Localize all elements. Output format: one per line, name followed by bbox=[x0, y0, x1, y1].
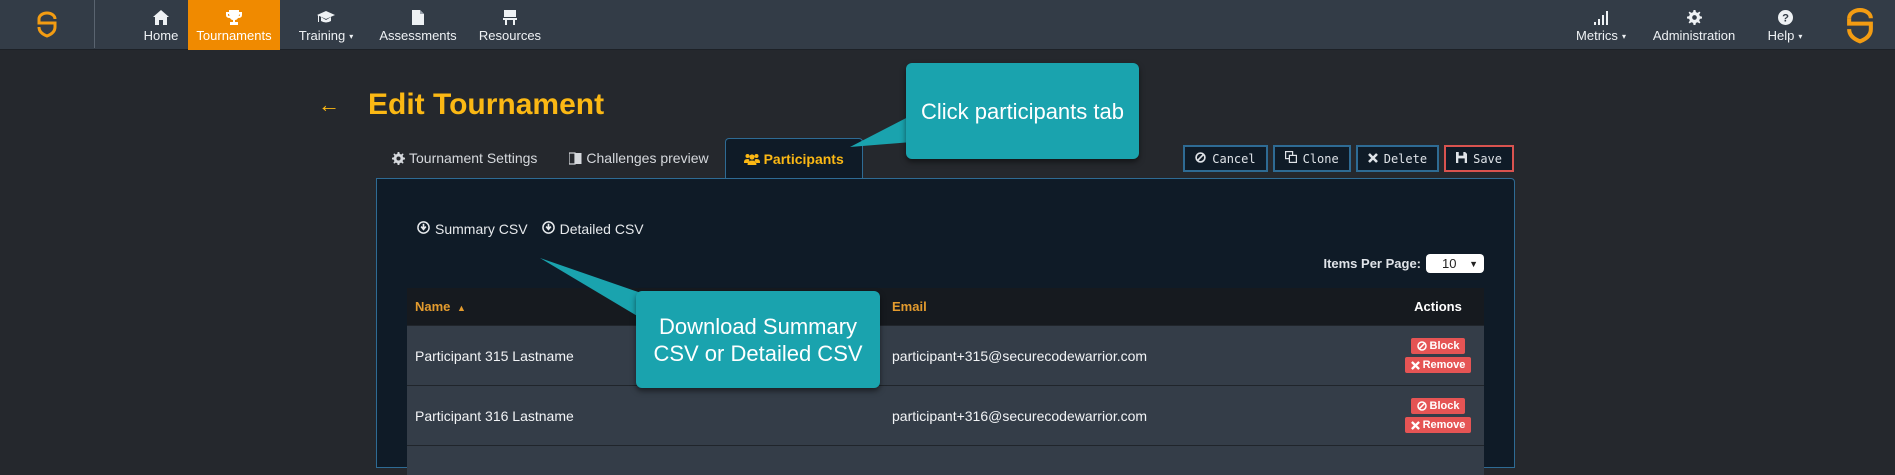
tooltip-callout-download: Download Summary CSV or Detailed CSV bbox=[636, 291, 880, 388]
column-header-name[interactable]: Name ▲ bbox=[415, 299, 466, 314]
nav-metrics[interactable]: Metrics▾ bbox=[1565, 0, 1637, 50]
secure-code-warrior-logo-icon bbox=[37, 11, 57, 38]
nav-resources-label: Resources bbox=[478, 28, 542, 43]
delete-button[interactable]: Delete bbox=[1355, 145, 1440, 172]
nav-tournaments[interactable]: Tournaments bbox=[188, 0, 280, 50]
gear-icon bbox=[1686, 7, 1702, 25]
tab-tournament-settings-label: Tournament Settings bbox=[409, 150, 538, 166]
signal-bars-icon bbox=[1594, 7, 1608, 25]
nav-administration[interactable]: Administration bbox=[1650, 0, 1738, 50]
close-icon bbox=[1367, 152, 1378, 166]
table-row: Participant 316 Lastname participant+316… bbox=[407, 385, 1484, 445]
block-button[interactable]: Block bbox=[1410, 338, 1466, 354]
table-header: Name ▲ Email Actions bbox=[407, 288, 1484, 325]
column-header-email[interactable]: Email bbox=[892, 299, 927, 314]
remove-button[interactable]: Remove bbox=[1404, 357, 1472, 373]
page-title: Edit Tournament bbox=[368, 88, 605, 121]
table-row: Participant 315 Lastname participant+315… bbox=[407, 325, 1484, 385]
cancel-button[interactable]: Cancel bbox=[1183, 145, 1268, 172]
logo-right[interactable] bbox=[1835, 0, 1885, 50]
tab-challenges-preview[interactable]: Challenges preview bbox=[553, 138, 724, 178]
chevron-down-icon: ▾ bbox=[1621, 32, 1626, 42]
items-per-page-label: Items Per Page: bbox=[1323, 256, 1421, 271]
nav-home[interactable]: Home bbox=[120, 0, 202, 50]
action-toolbar: Cancel Clone Delete Save bbox=[1183, 145, 1514, 172]
gear-icon bbox=[392, 151, 405, 165]
participant-email: participant+315@securecodewarrior.com bbox=[892, 347, 1148, 364]
row-actions: Block Remove bbox=[1362, 338, 1484, 373]
back-arrow-icon[interactable]: ← bbox=[318, 92, 340, 117]
nav-help-label: Help▾ bbox=[1767, 28, 1803, 43]
ban-icon bbox=[1195, 151, 1206, 166]
csv-download-links: Summary CSV Detailed CSV bbox=[417, 221, 644, 237]
ban-icon bbox=[1416, 341, 1427, 351]
svg-text:?: ? bbox=[1782, 13, 1789, 25]
tooltip-callout-participants: Click participants tab bbox=[906, 63, 1139, 159]
clone-button[interactable]: Clone bbox=[1272, 145, 1351, 172]
nav-resources[interactable]: Resources bbox=[474, 0, 546, 50]
nav-training-label: Training▾ bbox=[298, 28, 354, 43]
trophy-icon bbox=[226, 7, 242, 25]
participants-table: Name ▲ Email Actions Participant 315 Las… bbox=[407, 288, 1484, 475]
save-button[interactable]: Save bbox=[1444, 145, 1514, 172]
tab-bar: Tournament Settings Challenges preview P… bbox=[376, 138, 863, 179]
column-header-actions: Actions bbox=[1414, 299, 1462, 314]
top-navbar: Home Tournaments Training▾ Assessments R… bbox=[0, 0, 1895, 50]
page-header: ← Edit Tournament bbox=[318, 88, 604, 122]
nav-administration-label: Administration bbox=[1652, 28, 1736, 43]
callout-pointer bbox=[850, 115, 912, 147]
home-icon bbox=[153, 7, 169, 25]
nav-assessments[interactable]: Assessments bbox=[376, 0, 460, 50]
detailed-csv-link[interactable]: Detailed CSV bbox=[541, 221, 644, 237]
download-circle-icon bbox=[541, 221, 555, 237]
remove-button[interactable]: Remove bbox=[1404, 417, 1472, 433]
logo-left[interactable] bbox=[0, 0, 95, 48]
table-row bbox=[407, 445, 1484, 475]
callout-pointer bbox=[540, 258, 644, 320]
floppy-disk-icon bbox=[1456, 151, 1468, 166]
ban-icon bbox=[1416, 401, 1427, 411]
users-icon bbox=[743, 153, 760, 166]
items-per-page-select[interactable]: 10 ▼ bbox=[1426, 254, 1484, 273]
tab-participants-label: Participants bbox=[763, 151, 844, 167]
file-icon bbox=[412, 7, 424, 25]
nav-tournaments-label: Tournaments bbox=[196, 28, 272, 43]
desk-icon bbox=[503, 7, 517, 25]
summary-csv-link[interactable]: Summary CSV bbox=[417, 221, 528, 237]
nav-assessments-label: Assessments bbox=[379, 28, 457, 43]
row-actions: Block Remove bbox=[1362, 398, 1484, 433]
participants-panel: Summary CSV Detailed CSV Items Per Page:… bbox=[376, 178, 1515, 475]
graduation-cap-icon bbox=[317, 7, 335, 25]
tab-participants[interactable]: Participants bbox=[724, 138, 863, 179]
chevron-down-icon: ▾ bbox=[349, 32, 354, 42]
block-button[interactable]: Block bbox=[1410, 398, 1466, 414]
nav-metrics-label: Metrics▾ bbox=[1576, 28, 1626, 43]
close-icon bbox=[1410, 360, 1420, 370]
sort-ascending-icon: ▲ bbox=[457, 303, 466, 313]
close-icon bbox=[1410, 420, 1420, 430]
copy-icon bbox=[1284, 151, 1297, 166]
tab-challenges-preview-label: Challenges preview bbox=[586, 150, 709, 166]
book-icon bbox=[569, 151, 582, 165]
secure-code-warrior-logo-icon bbox=[1847, 8, 1873, 44]
participant-email: participant+316@securecodewarrior.com bbox=[892, 407, 1148, 424]
question-circle-icon: ? bbox=[1777, 7, 1793, 25]
chevron-down-icon: ▾ bbox=[1798, 32, 1803, 42]
nav-help[interactable]: ? Help▾ bbox=[1755, 0, 1815, 50]
tab-tournament-settings[interactable]: Tournament Settings bbox=[376, 138, 553, 178]
participant-name: Participant 316 Lastname bbox=[415, 407, 574, 424]
download-circle-icon bbox=[417, 221, 430, 237]
nav-home-label: Home bbox=[143, 28, 179, 43]
participant-name: Participant 315 Lastname bbox=[415, 347, 574, 364]
items-per-page: Items Per Page: 10 ▼ bbox=[1323, 254, 1484, 273]
dropdown-arrow-icon: ▼ bbox=[1469, 258, 1478, 269]
nav-training[interactable]: Training▾ bbox=[288, 0, 364, 50]
